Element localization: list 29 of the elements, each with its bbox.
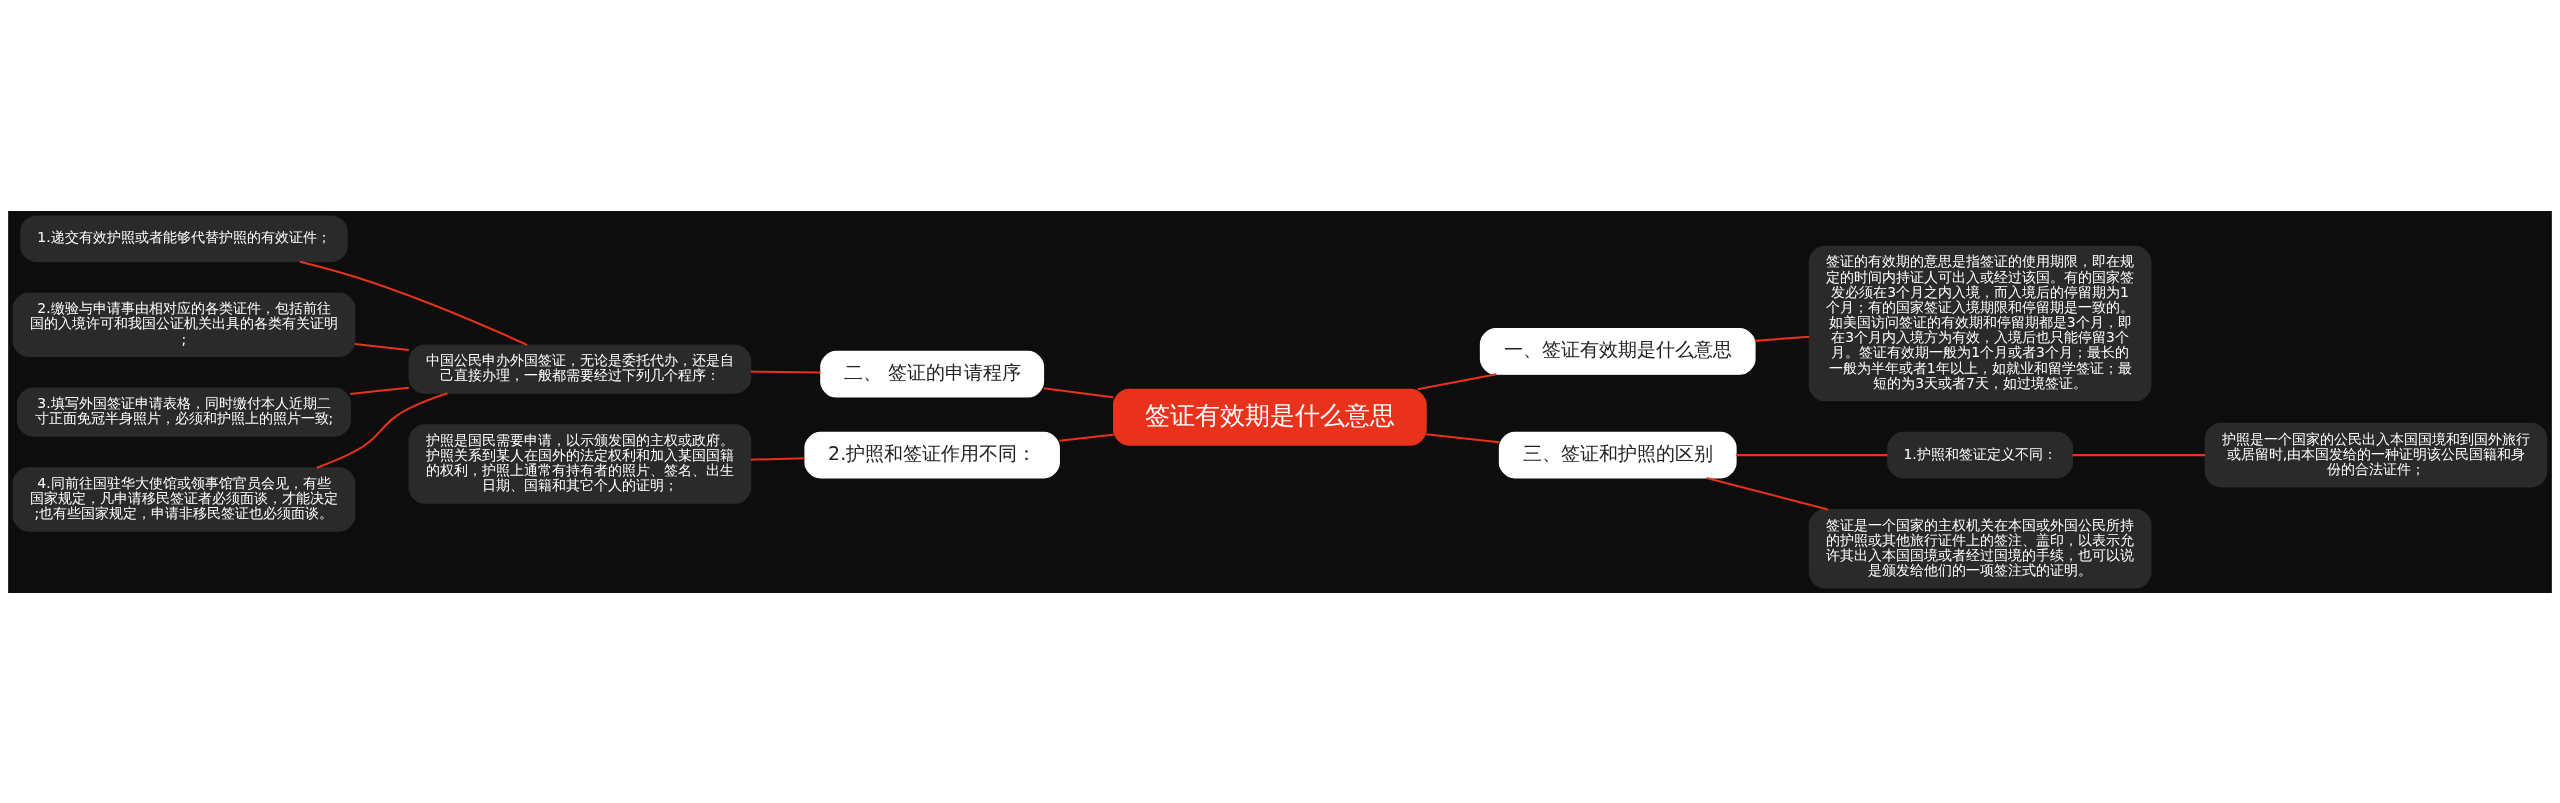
connector	[1043, 386, 1114, 398]
node-box: 2.缴验与申请事由相对应的各类证件，包括前往国的入境许可和我国公证机关出具的各类有关证明;	[12, 292, 356, 357]
connector	[299, 260, 528, 346]
node-box: 一、签证有效期是什么意思	[1479, 327, 1756, 375]
node-box: 签证有效期是什么意思	[1113, 388, 1427, 446]
connector	[2072, 453, 2206, 456]
node-box: 4.同前往国驻华大使馆或领事馆官员会见，有些国家规定，凡申请移民签证者必须面谈，才能决定;也有些国家规定，申请非移民签证也必须面谈。	[12, 466, 356, 532]
connector	[750, 370, 821, 374]
connector	[1736, 453, 1888, 456]
node-box: 1.护照和签证定义不同：	[1887, 431, 2074, 478]
connector	[350, 386, 409, 395]
connector	[1754, 335, 1810, 342]
node-box: 签证的有效期的意思是指签证的使用期限，即在规定的时间内持证人可出入或经过该国。有的国家签发必须在3个月之内入境，而入境后的停留期为1个月；有的国家签证入境期限和停留期是一致的。如美国访问签证的有效期和停留期都是3个月，即在3个月内入境方为有效，入境后也只能停留3个月。签证有效期一般为1个月或者3个月；最长的一般为半年或者1年以上，如就业和留学签证；最短的为3天或者7天，如过境签证。	[1808, 245, 2152, 401]
node-box: 护照是一个国家的公民出入本国国境和到国外旅行或居留时,由本国发给的一种证明该公民国籍和身份的合法证件；	[2204, 422, 2548, 487]
connector	[1426, 432, 1500, 443]
node-box: 1.递交有效护照或者能够代替护照的有效证件；	[20, 214, 348, 262]
connector	[1417, 372, 1497, 390]
connector	[354, 342, 409, 351]
connector	[316, 391, 448, 469]
node-box: 二、 签证的申请程序	[820, 350, 1045, 398]
node-box: 3.填写外国签证申请表格，同时缴付本人近期二寸正面免冠半身照片，必须和护照上的照片一致;	[17, 386, 351, 437]
connector	[1059, 433, 1114, 442]
connector	[1706, 476, 1829, 510]
node-box: 签证是一个国家的主权机关在本国或外国公民所持的护照或其他旅行证件上的签注、盖印，以表示允许其出入本国国境或者经过国境的手续，也可以说是颁发给他们的一项签注式的证明。	[1808, 508, 2152, 589]
node-box: 2.护照和签证作用不同：	[804, 431, 1060, 478]
connector	[750, 456, 805, 461]
node-box: 中国公民申办外国签证，无论是委托代办，还是自己直接办理，一般都需要经过下列几个程序：	[408, 343, 752, 394]
node-box: 三、签证和护照的区别	[1498, 431, 1737, 478]
node-box: 护照是国民需要申请，以示颁发国的主权或政府。护照关系到某人在国外的法定权利和加入某国国籍的权利，护照上通常有持有者的照片、签名、出生日期、国籍和其它个人的证明；	[408, 423, 752, 504]
